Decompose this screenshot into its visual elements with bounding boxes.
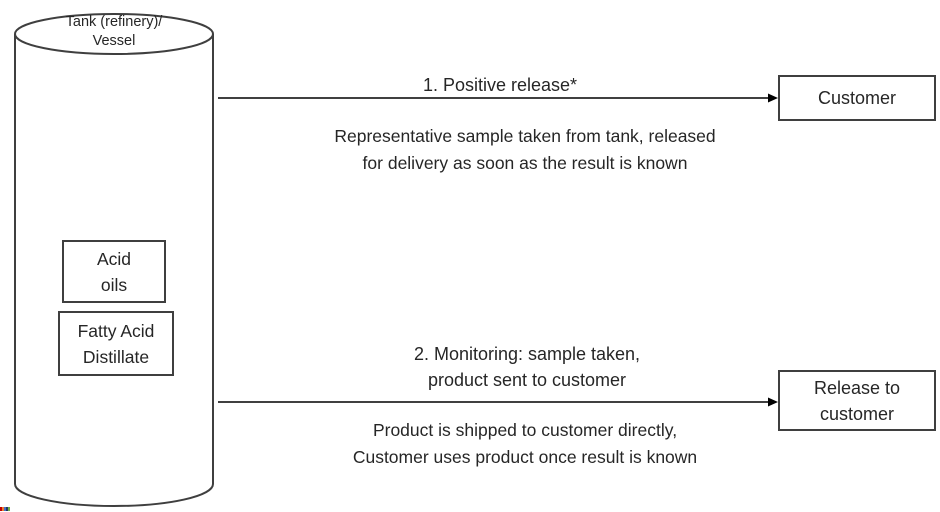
flow2-arrowhead-icon (768, 397, 778, 407)
flow2-description: Product is shipped to customer directly,… (352, 420, 698, 467)
tank-content-fatty-acid-distillate: Fatty Acid Distillate (58, 311, 174, 376)
corner-artifact-pixel (0, 507, 2, 511)
tank-cylinder-top (14, 13, 214, 55)
tank-label: Tank (refinery)/ Vessel (65, 14, 163, 49)
flow1-arrow-label: 1. Positive release* (422, 75, 578, 95)
corner-artifact-pixel (4, 507, 6, 511)
flow2-target-release-box: Release to customer (778, 370, 936, 431)
corner-artifact-pixel (8, 507, 10, 511)
flow1-arrowhead-icon (768, 93, 778, 103)
tank-content-acid-oils: Acid oils (62, 240, 166, 303)
flow2-arrow-label: 2. Monitoring: sample taken, product sen… (413, 344, 641, 390)
flow1-target-customer-box: Customer (778, 75, 936, 121)
corner-artifact (0, 507, 10, 511)
corner-artifact-pixel (6, 507, 8, 511)
flow1-description: Representative sample taken from tank, r… (334, 126, 716, 173)
corner-artifact-pixel (2, 507, 4, 511)
